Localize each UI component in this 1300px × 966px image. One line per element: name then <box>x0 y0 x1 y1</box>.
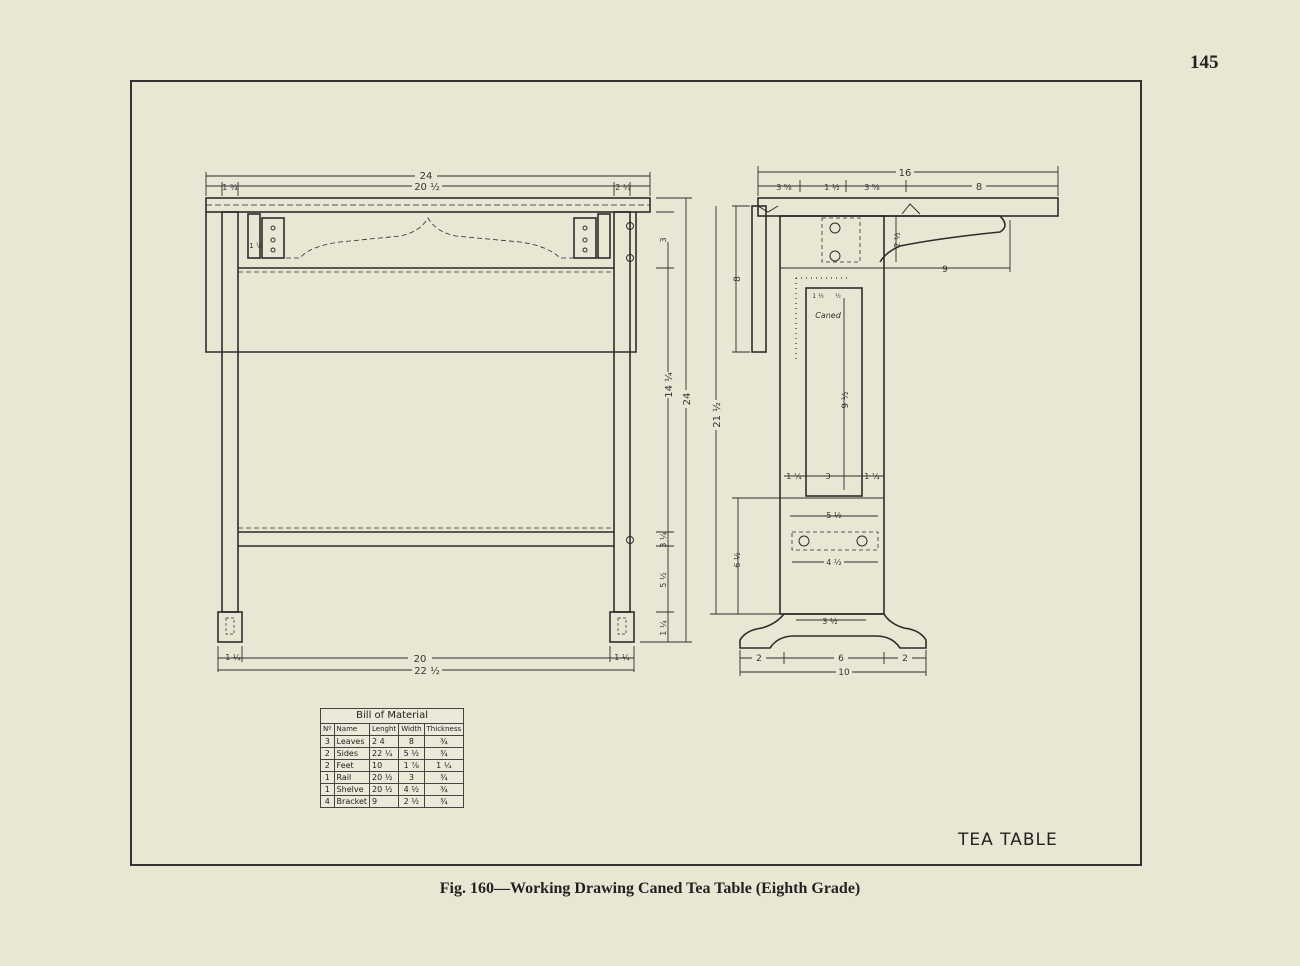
figure-caption: Fig. 160—Working Drawing Caned Tea Table… <box>439 880 861 897</box>
dim-side-shelf-width: 4 ½ <box>826 558 842 567</box>
bom-cell-thickness: ¾ <box>423 795 465 808</box>
front-view <box>205 172 692 672</box>
dim-side-small-a: 1 ½ <box>812 293 824 300</box>
side-view <box>710 166 1059 676</box>
dim-side-cane-side-left: 1 ¼ <box>786 472 802 481</box>
bom-cell-width: 3 <box>398 771 425 784</box>
bom-row: 4 Bracket 9 2 ½ ¾ <box>320 795 465 808</box>
dim-front-low-gap: 5 ½ <box>659 572 668 588</box>
bom-cell-no: 4 <box>320 795 335 808</box>
label-caned: Caned <box>815 311 841 320</box>
page-number: 145 <box>1190 52 1219 73</box>
bom-row: 2 Sides 22 ¼ 5 ½ ¾ <box>320 747 465 760</box>
dim-front-rail-gap: 3 ¼ <box>659 532 668 548</box>
bom-cell-thickness: ¾ <box>423 783 465 796</box>
bom-cell-name: Rail <box>333 771 371 784</box>
bom-cell-thickness: ¾ <box>423 771 465 784</box>
dim-front-between-brackets: 20 ½ <box>414 181 440 193</box>
dim-side-foot-left: 2 <box>756 654 762 664</box>
dim-side-bracket-drop: 2 ½ <box>893 232 902 248</box>
bill-of-material-table: Bill of Material Nº Name Lenght Width Th… <box>319 708 465 808</box>
dim-side-seg-d: 8 <box>976 182 982 193</box>
bom-cell-width: 4 ½ <box>398 783 425 796</box>
dim-front-between-feet: 20 <box>414 654 427 665</box>
bom-cell-thickness: ¾ <box>423 747 465 760</box>
bom-row: 1 Rail 20 ½ 3 ¾ <box>320 771 465 784</box>
bom-cell-name: Shelve <box>333 783 371 796</box>
bom-cell-thickness: 1 ¼ <box>423 759 465 772</box>
bom-cell-width: 1 ⅞ <box>398 759 425 772</box>
bom-header-width: Width <box>398 723 425 736</box>
bom-title: Bill of Material <box>319 708 465 724</box>
dim-side-small-b: ½ <box>835 293 841 300</box>
bom-cell-length: 9 <box>369 795 400 808</box>
bom-row: 2 Feet 10 1 ⅞ 1 ¼ <box>320 759 465 772</box>
bom-cell-width: 8 <box>398 735 425 748</box>
bom-header-thickness: Thickness <box>423 723 465 736</box>
bom-header-name: Name <box>333 723 371 736</box>
dim-side-cane-height: 9 ½ <box>841 391 851 409</box>
dim-side-bracket-reach: 9 <box>942 265 948 275</box>
dim-side-cane-side-right: 1 ¼ <box>864 472 880 481</box>
dim-side-foot-total: 10 <box>838 668 850 678</box>
dim-side-overall-width: 16 <box>899 168 912 179</box>
bom-row: 3 Leaves 2 4 8 ¾ <box>320 735 465 748</box>
bom-header-no: Nº <box>320 723 335 736</box>
bom-cell-thickness: ¾ <box>423 735 465 748</box>
bom-row: 1 Shelve 20 ½ 4 ½ ¾ <box>320 783 465 796</box>
dim-side-leaf-drop: 8 <box>733 276 743 282</box>
dim-front-height-14: 14 ¼ <box>663 372 675 398</box>
dim-front-overall-feet: 22 ½ <box>414 665 440 677</box>
bom-cell-length: 20 ½ <box>369 783 400 796</box>
bom-cell-name: Sides <box>333 747 371 760</box>
bom-cell-no: 3 <box>320 735 335 748</box>
dim-front-height-24: 24 <box>682 393 693 406</box>
bom-cell-name: Feet <box>333 759 371 772</box>
bom-cell-no: 2 <box>320 759 335 772</box>
bom-header-length: Lenght <box>369 723 400 736</box>
dim-side-lower-height: 6 ½ <box>733 552 742 568</box>
dim-side-seg-a: 3 ⅝ <box>776 183 792 192</box>
bom-cell-name: Bracket <box>333 795 371 808</box>
dim-side-foot-mid: 6 <box>838 654 844 664</box>
dim-side-seg-b: 1 ½ <box>824 183 840 192</box>
drawing-plate <box>130 80 1142 866</box>
dim-front-bracket-left: 1 ¾ <box>222 183 238 192</box>
dim-front-bracket-small: 1 ½ <box>249 242 263 250</box>
bom-cell-no: 1 <box>320 771 335 784</box>
bom-cell-length: 2 4 <box>369 735 400 748</box>
bom-cell-no: 1 <box>320 783 335 796</box>
dim-side-foot-inner: 3 ½ <box>822 617 838 626</box>
bom-cell-width: 5 ½ <box>398 747 425 760</box>
bom-cell-width: 2 ½ <box>398 795 425 808</box>
dim-front-bracket-right: 2 ¼ <box>615 183 631 192</box>
dim-front-foot-height: 1 ¼ <box>659 620 668 636</box>
dim-front-leg-left: 1 ¼ <box>225 653 241 662</box>
dim-side-cane-width: 3 <box>825 472 830 481</box>
bom-cell-length: 22 ¼ <box>369 747 400 760</box>
bom-cell-name: Leaves <box>333 735 371 748</box>
dim-side-frame-width: 5 ½ <box>826 511 842 520</box>
dim-side-total-height: 21 ½ <box>711 402 723 428</box>
dim-front-overall-top: 24 <box>420 171 433 182</box>
title-block: TEA TABLE <box>958 830 1058 850</box>
dim-front-top-gap: 3 <box>659 237 668 242</box>
dim-side-foot-right: 2 <box>902 654 908 664</box>
dim-side-seg-c: 3 ⅝ <box>864 183 880 192</box>
bom-cell-length: 10 <box>369 759 400 772</box>
bom-cell-no: 2 <box>320 747 335 760</box>
dim-front-leg-right: 1 ¼ <box>614 653 630 662</box>
bom-cell-length: 20 ½ <box>369 771 400 784</box>
